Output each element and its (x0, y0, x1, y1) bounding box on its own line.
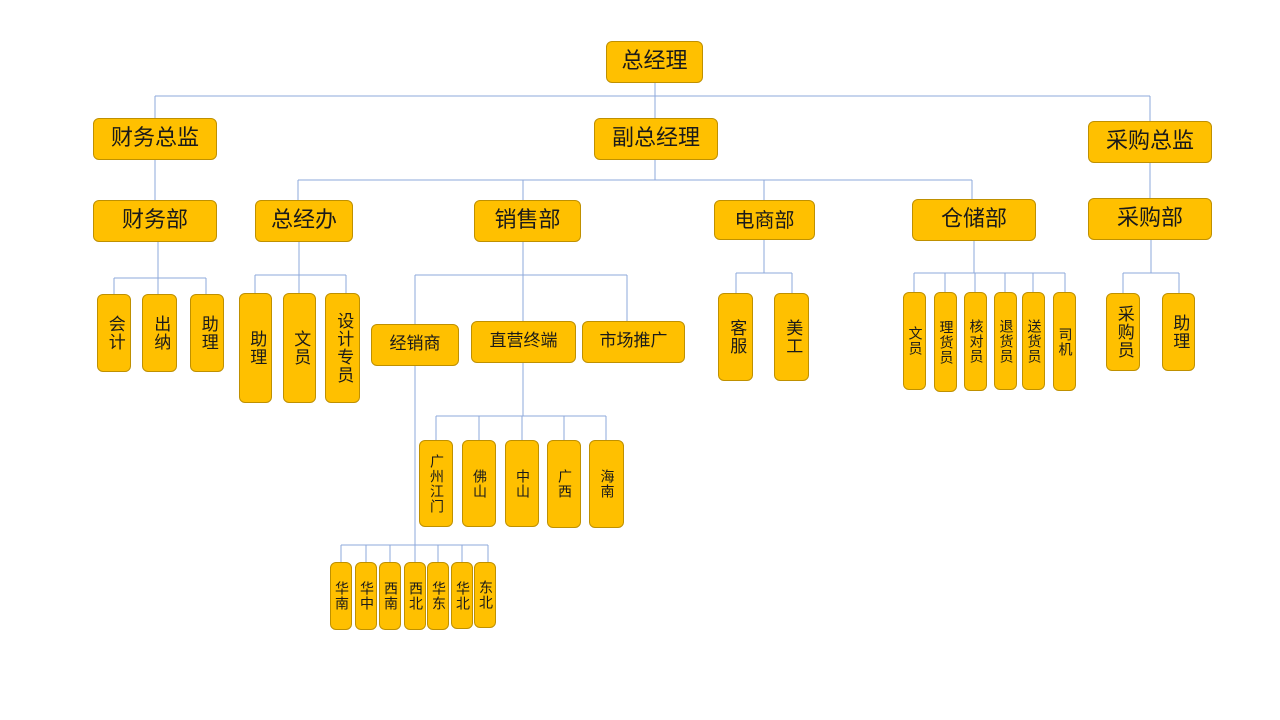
node-driver: 司机 (1053, 292, 1076, 391)
node-finance-department: 财务部 (93, 200, 217, 242)
node-art-designer: 美工 (774, 293, 809, 381)
node-northwest: 西北 (404, 562, 426, 630)
node-guangzhou-jiangmen: 广州江门 (419, 440, 453, 527)
node-checker: 核对员 (964, 292, 987, 391)
node-guangxi: 广西 (547, 440, 581, 528)
node-delivery-clerk: 送货员 (1022, 292, 1045, 390)
node-ecommerce-department: 电商部 (714, 200, 815, 240)
node-finance-assistant: 助理 (190, 294, 224, 372)
node-northeast: 东北 (474, 562, 496, 628)
node-cashier: 出纳 (142, 294, 177, 372)
node-distributor: 经销商 (371, 324, 459, 366)
node-office-assistant: 助理 (239, 293, 272, 403)
node-stock-keeper: 理货员 (934, 292, 957, 392)
node-customer-service: 客服 (718, 293, 753, 381)
node-accounting: 会计 (97, 294, 131, 372)
node-returns-clerk: 退货员 (994, 292, 1017, 390)
node-deputy-general-manager: 副总经理 (594, 118, 718, 160)
node-direct-terminal: 直营终端 (471, 321, 576, 363)
node-gm-office: 总经办 (255, 200, 353, 242)
node-sales-department: 销售部 (474, 200, 581, 242)
node-hainan: 海南 (589, 440, 624, 528)
node-design-specialist: 设计专员 (325, 293, 360, 403)
node-finance-director: 财务总监 (93, 118, 217, 160)
node-marketing: 市场推广 (582, 321, 685, 363)
node-general-manager: 总经理 (606, 41, 703, 83)
node-southwest: 西南 (379, 562, 401, 630)
node-foshan: 佛山 (462, 440, 496, 527)
node-purchase-assistant: 助理 (1162, 293, 1195, 371)
node-warehouse-department: 仓储部 (912, 199, 1036, 241)
node-central-china: 华中 (355, 562, 377, 630)
node-purchaser: 采购员 (1106, 293, 1140, 371)
node-east-china: 华东 (427, 562, 449, 630)
node-purchasing-department: 采购部 (1088, 198, 1212, 240)
node-north-china: 华北 (451, 562, 473, 629)
node-zhongshan: 中山 (505, 440, 539, 527)
node-warehouse-clerk: 文员 (903, 292, 926, 390)
node-purchasing-director: 采购总监 (1088, 121, 1212, 163)
node-office-clerk: 文员 (283, 293, 316, 403)
node-south-china: 华南 (330, 562, 352, 630)
